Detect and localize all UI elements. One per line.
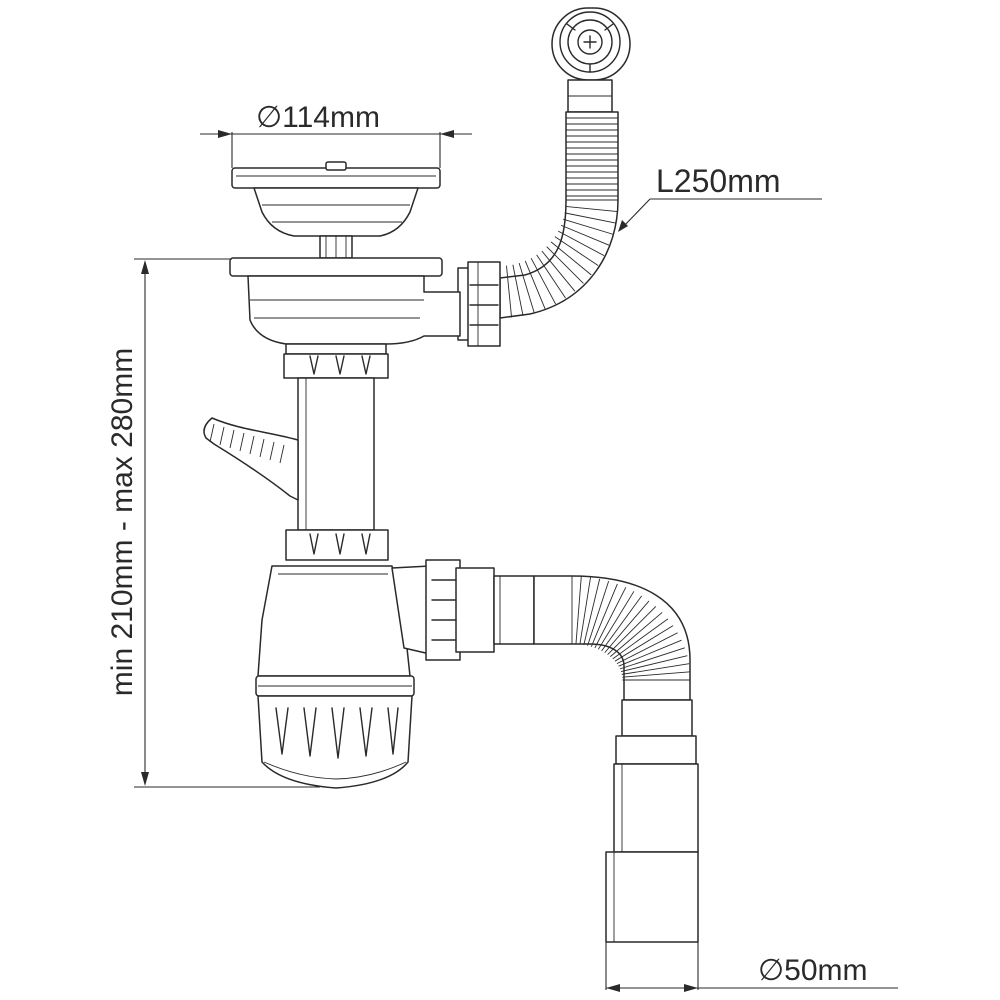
dimension-strainer-diameter: ∅114mm [200,101,472,168]
dimension-outlet-diameter: ∅50mm [605,942,898,992]
height-range-label: min 210mm - max 280mm [106,348,139,696]
hose-length-label: L250mm [656,163,781,199]
dimension-height-range: min 210mm - max 280mm [106,258,320,788]
lower-union-nut [285,529,389,561]
outlet-pipe [605,699,699,943]
strainer-diameter-label: ∅114mm [256,101,380,134]
strainer-basket [231,161,441,259]
sink-drain-body [229,257,461,345]
overflow-connector-nut [457,261,501,347]
vertical-drain-pipe [297,377,375,531]
bottle-trap [255,565,415,789]
dishwasher-spigot [203,417,299,501]
dimension-hose-length: L250mm [618,163,822,232]
trap-outlet [391,559,535,661]
outlet-diameter-label: ∅50mm [758,954,867,987]
overflow-rosette [551,7,631,113]
upper-union-nut [283,343,389,379]
overflow-hose [499,111,619,319]
outlet-hose [533,575,691,701]
